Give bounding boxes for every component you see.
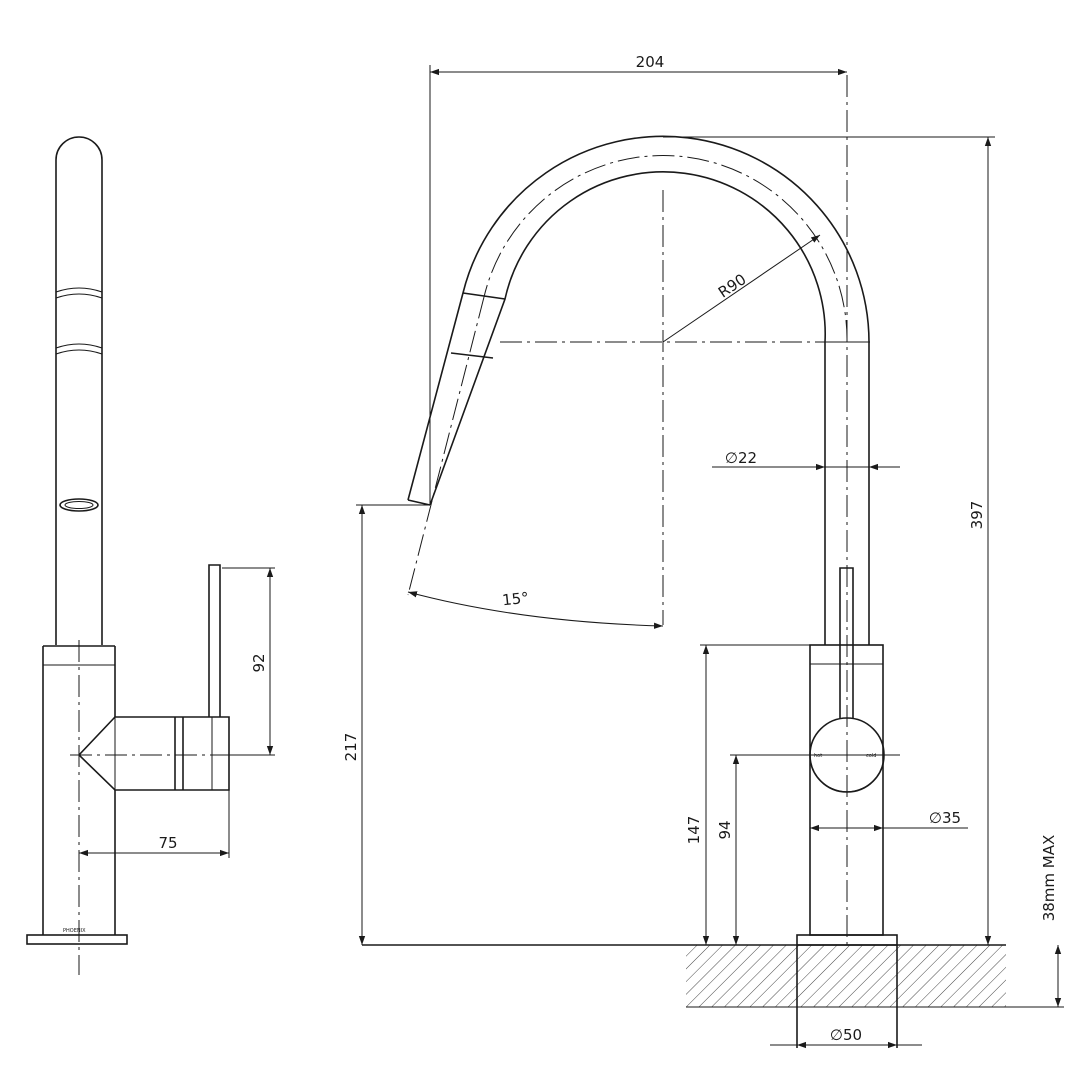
side-view: PHOENIX 92 75 xyxy=(26,136,275,975)
pullout-centerline xyxy=(407,296,485,596)
dim-15-label: 15° xyxy=(501,589,529,610)
countertop-hatch xyxy=(686,945,1006,1007)
dim-147-label: 147 xyxy=(685,816,703,845)
side-spout-band-4 xyxy=(55,349,103,355)
brand-label: PHOENIX xyxy=(63,928,86,934)
spout-centerline-arc xyxy=(483,155,848,343)
dim-217-label: 217 xyxy=(342,733,360,762)
dim-94-label: 94 xyxy=(716,820,734,839)
side-lever-rod xyxy=(208,564,221,717)
front-lever-rod xyxy=(839,567,854,718)
dim-d22-label: ∅22 xyxy=(725,449,757,467)
dim-r90-line xyxy=(662,234,821,343)
dim-397-label: 397 xyxy=(968,501,986,530)
side-aerator xyxy=(59,498,99,512)
dim-38-label: 38mm MAX xyxy=(1040,835,1058,922)
spout-tip xyxy=(407,499,431,506)
dim-75-label: 75 xyxy=(158,834,177,852)
spout-outer xyxy=(407,135,870,645)
side-spout xyxy=(55,136,103,645)
side-spout-band-3 xyxy=(55,343,103,349)
side-base-plate xyxy=(26,934,128,945)
side-spout-band-1 xyxy=(55,287,103,293)
side-spout-band-2 xyxy=(55,293,103,299)
front-view: R90 15° 204 397 217 ∅22 hot cold xyxy=(342,53,1064,1049)
dim-r90-label: R90 xyxy=(715,270,750,301)
dim-d50-label: ∅50 xyxy=(830,1026,862,1044)
dim-d35-label: ∅35 xyxy=(929,809,961,827)
front-lever-disc-edge xyxy=(819,779,875,793)
lever-cold-label: cold xyxy=(866,753,876,759)
dim-15-arc xyxy=(407,591,664,629)
lever-hot-label: hot xyxy=(814,753,822,759)
dim-204-label: 204 xyxy=(636,53,665,71)
side-aerator-inner xyxy=(64,501,94,509)
side-lever-body xyxy=(77,716,230,791)
pullout-band-2 xyxy=(450,352,494,359)
dim-92-label: 92 xyxy=(250,653,268,672)
spout-inner xyxy=(429,171,826,645)
